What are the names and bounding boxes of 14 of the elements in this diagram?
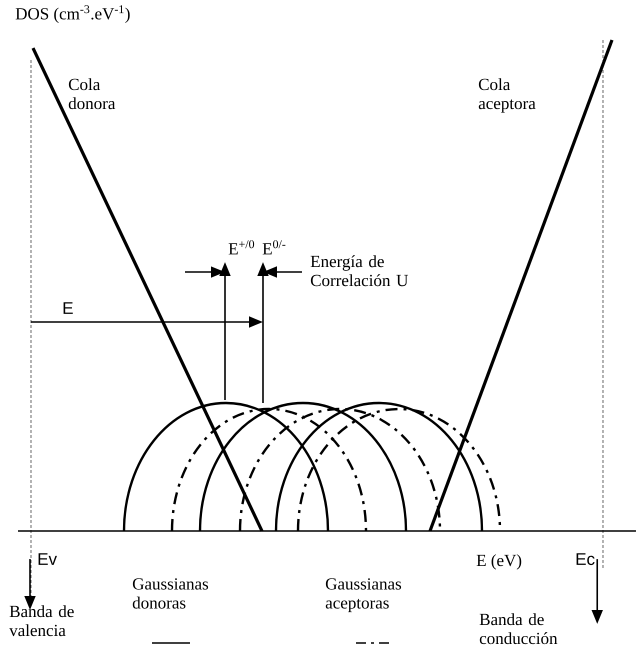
level-label: Ec (576, 553, 595, 566)
dimension-label: E (64, 302, 73, 314)
level-label: Ev (38, 553, 57, 565)
legend-text: Gaussianas aceptoras (326, 578, 402, 612)
legend-text: Gaussianas donoras (132, 578, 208, 609)
axis-label: E (eV) (476, 554, 522, 570)
tail-label: Cola donora (68, 78, 116, 110)
annotation-text: Energía de Correlación U (310, 255, 408, 286)
band-label: Banda de conducción (480, 613, 558, 644)
tail-label: Cola aceptora (478, 78, 536, 113)
band-label: Banda de valencia (9, 605, 74, 636)
axis-label: DOS (cm$^{-3}$.eV$^{-1}$) (16, 5, 130, 23)
level-label: E$^{+/0}$ (228, 240, 254, 254)
level-label: E$^{0/-}$ (262, 240, 286, 254)
